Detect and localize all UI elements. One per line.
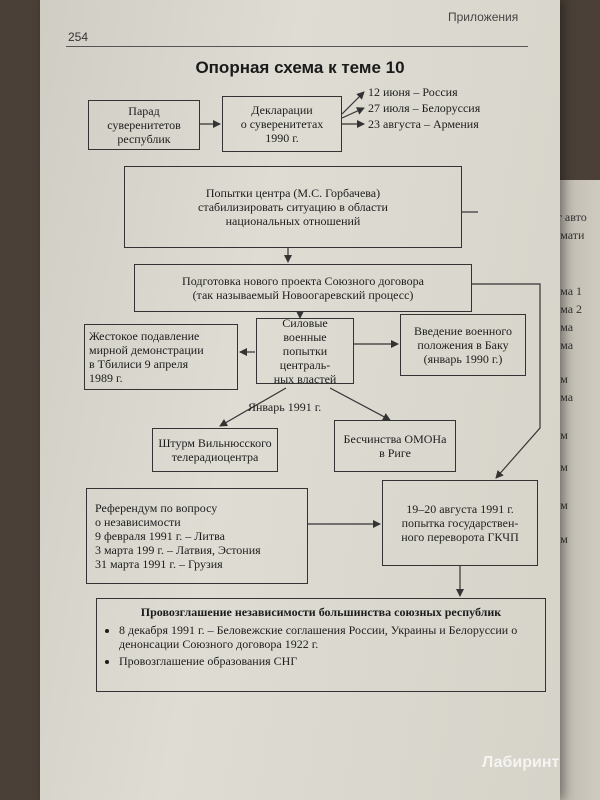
box-text: 1990 г. xyxy=(265,131,299,145)
box-text: Подготовка нового проекта Союзного догов… xyxy=(182,274,424,288)
running-header: Приложения xyxy=(448,10,519,24)
box-coup: 19–20 августа 1991 г. попытка государств… xyxy=(382,480,538,566)
arrow-declarations-to-date-1 xyxy=(341,91,365,115)
box-parade: Парад суверенитетов республик xyxy=(88,100,200,150)
box-tbilisi: Жестокое подавление мирной демонстрации … xyxy=(84,324,238,390)
arrow-treaty-to-coup xyxy=(472,283,541,479)
arrow-military-to-riga xyxy=(329,387,391,421)
box-baku: Введение военного положения в Баку (янва… xyxy=(400,314,526,376)
box-text: Парад xyxy=(128,104,160,118)
box-text: о суверенитетах xyxy=(240,117,324,131)
box-text: о независимости xyxy=(95,515,181,529)
box-text: положения в Баку xyxy=(417,338,509,352)
box-text: Силовые военные xyxy=(282,316,328,344)
box-text: мирной демонстрации xyxy=(89,343,204,357)
declaration-date: 12 июня – Россия xyxy=(368,85,458,99)
box-text: Штурм Вильнюсского xyxy=(158,436,272,450)
january-label: Январь 1991 г. xyxy=(248,400,322,414)
box-text: 1989 г. xyxy=(89,371,123,385)
box-text: ного переворота ГКЧП xyxy=(401,530,519,544)
box-vilnius: Штурм Вильнюсского телерадиоцентра xyxy=(152,428,278,472)
box-text: Бесчинства ОМОНа xyxy=(343,432,447,446)
box-referendum: Референдум по вопросу о независимости 9 … xyxy=(86,488,308,584)
box-text: 31 марта 1991 г. – Грузия xyxy=(95,557,223,571)
box-military: Силовые военные попытки централь- ных вл… xyxy=(256,316,354,386)
header-rule xyxy=(66,46,528,47)
box-text: стабилизировать ситуацию в области xyxy=(198,200,388,214)
page-title: Опорная схема к теме 10 xyxy=(195,58,405,77)
watermark: Лабиринт xyxy=(482,754,560,771)
box-text: национальных отношений xyxy=(225,214,361,228)
box-declarations: Декларации о суверенитетах 1990 г. xyxy=(222,96,342,152)
page-number: 254 xyxy=(68,30,89,44)
list-item: Провозглашение образования СНГ xyxy=(119,654,537,668)
arrow-declarations-to-date-2 xyxy=(341,107,365,119)
book-page xyxy=(40,0,560,800)
box-text: 19–20 августа 1991 г. xyxy=(406,502,514,516)
independence-title: Провозглашение независимости большинства… xyxy=(140,605,502,619)
box-text: (январь 1990 г.) xyxy=(423,352,503,366)
box-text: 9 февраля 1991 г. – Литва xyxy=(95,529,225,543)
box-text: (так называемый Новоогаревский процесс) xyxy=(192,288,414,302)
box-text: Жестокое подавление xyxy=(89,329,200,343)
box-text: Введение военного xyxy=(414,324,512,338)
declaration-date: 27 июля – Белоруссия xyxy=(368,101,481,115)
box-text: телерадиоцентра xyxy=(171,450,259,464)
box-text: попытка государствен- xyxy=(401,516,519,530)
list-item: 8 декабря 1991 г. – Беловежские соглашен… xyxy=(119,623,537,651)
box-text: суверенитетов xyxy=(107,118,181,132)
box-text: в Риге xyxy=(379,446,411,460)
box-text: попытки централь- xyxy=(279,344,331,372)
declaration-date: 23 августа – Армения xyxy=(368,117,479,131)
box-riga: Бесчинства ОМОНа в Риге xyxy=(334,420,456,472)
box-text: ных властей xyxy=(273,372,337,386)
box-text: республик xyxy=(117,132,171,146)
box-text: в Тбилиси 9 апреля xyxy=(89,357,189,371)
box-text: Декларации xyxy=(251,103,313,117)
box-gorbachev: Попытки центра (М.С. Горбачева) стабилиз… xyxy=(124,166,462,248)
box-text: Референдум по вопросу xyxy=(95,501,218,515)
arrow-military-to-vilnius xyxy=(219,387,287,427)
box-treaty: Подготовка нового проекта Союзного догов… xyxy=(134,264,472,312)
box-text: 3 марта 199 г. – Латвия, Эстония xyxy=(95,543,261,557)
box-text: Попытки центра (М.С. Горбачева) xyxy=(205,186,381,200)
independence-list: 8 декабря 1991 г. – Беловежские соглашен… xyxy=(105,623,537,671)
box-independence: Провозглашение независимости большинства… xyxy=(96,598,546,692)
